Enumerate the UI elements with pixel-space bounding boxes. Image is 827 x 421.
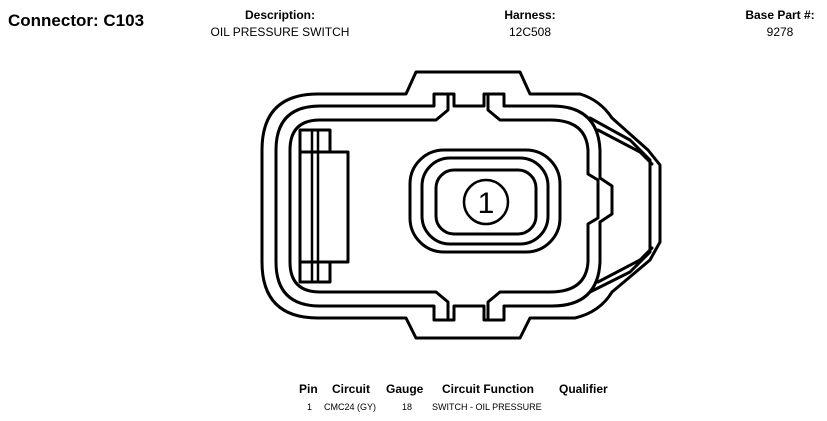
header-pin: Pin — [299, 382, 318, 396]
header-function: Circuit Function — [442, 382, 534, 396]
harness-label: Harness: — [504, 8, 556, 22]
pin-cavity-inner — [434, 168, 538, 236]
pin-1-label: 1 — [478, 187, 495, 220]
pin-cavity-mid — [420, 156, 550, 246]
description-block: Description: OIL PRESSURE SWITCH — [180, 8, 380, 40]
base-part-block: Base Part #: 9278 — [725, 8, 827, 40]
description-value: OIL PRESSURE SWITCH — [210, 25, 350, 39]
pin-cavity-outer — [408, 148, 562, 254]
connector-title: Connector: C103 — [8, 11, 145, 30]
table-row-function: SWITCH - OIL PRESSURE — [432, 402, 542, 412]
header-circuit: Circuit — [332, 382, 371, 396]
pin-1-circle — [462, 178, 510, 226]
harness-value: 12C508 — [508, 25, 552, 39]
header-gauge: Gauge — [386, 382, 424, 396]
left-latch — [298, 128, 350, 284]
housing-third-outline — [288, 94, 600, 320]
housing-outer-outline — [260, 70, 662, 340]
base-part-value: 9278 — [766, 25, 794, 39]
base-part-label: Base Part #: — [745, 8, 815, 22]
header-qualifier: Qualifier — [559, 382, 608, 396]
latch-ramp — [588, 116, 652, 294]
table-row-pin: 1 — [307, 402, 313, 412]
harness-block: Harness: 12C508 — [470, 8, 590, 40]
table-row-gauge: 18 — [402, 402, 413, 412]
description-label: Description: — [244, 8, 315, 22]
table-row-circuit: CMC24 (GY) — [324, 402, 377, 412]
housing-inner-outline — [274, 92, 614, 322]
